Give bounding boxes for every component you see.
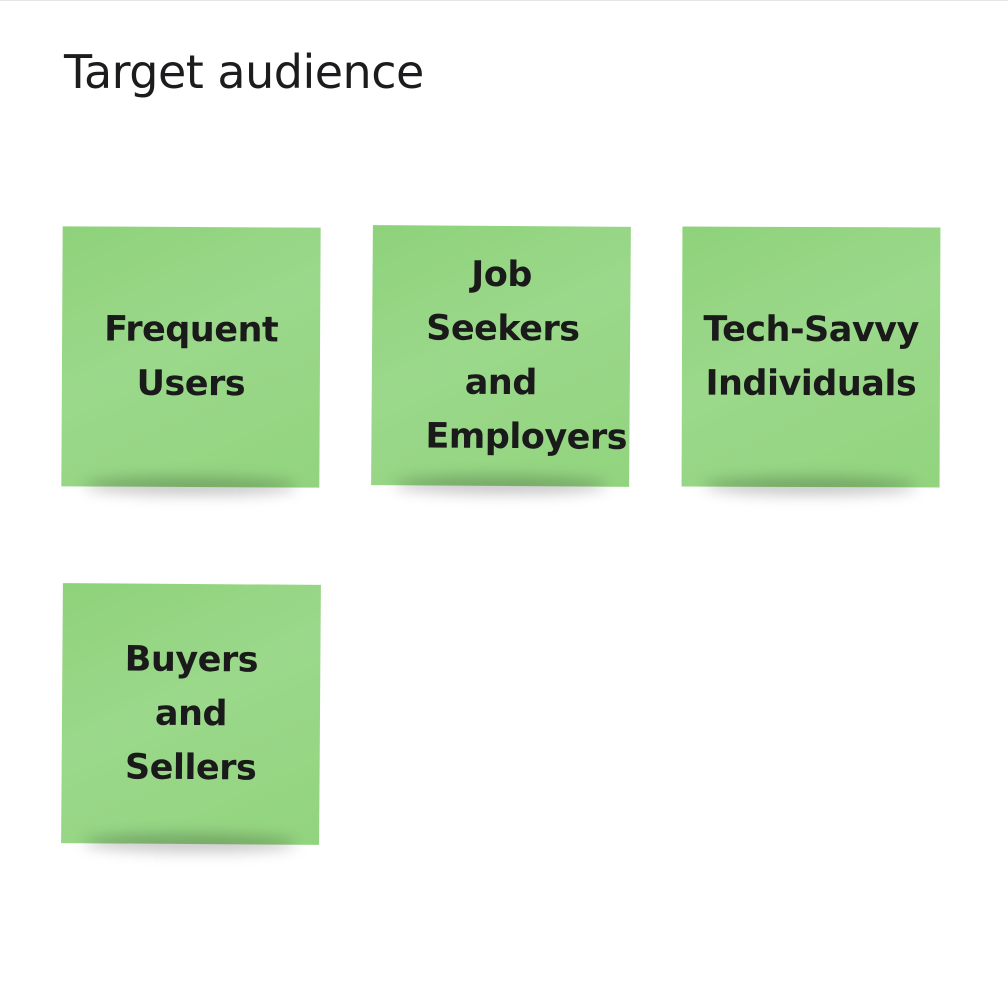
sticky-note-text: Buyers and Sellers [124, 639, 259, 789]
sticky-note-tech-savvy-individuals[interactable]: Tech-Savvy Individuals [681, 226, 941, 488]
sticky-note-text: Tech-Savvy Individuals [703, 309, 919, 405]
sticky-note-text: Frequent Users [104, 309, 279, 405]
sticky-note-buyers-and-sellers[interactable]: Buyers and Sellers [61, 583, 321, 845]
sticky-note-job-seekers-and-employers[interactable]: Job Seekers and Employers [371, 225, 631, 487]
sticky-note-frequent-users[interactable]: Frequent Users [61, 226, 321, 488]
frame-title[interactable]: Target audience [64, 45, 424, 99]
sticky-note-text: Job Seekers and Employers [425, 254, 628, 458]
